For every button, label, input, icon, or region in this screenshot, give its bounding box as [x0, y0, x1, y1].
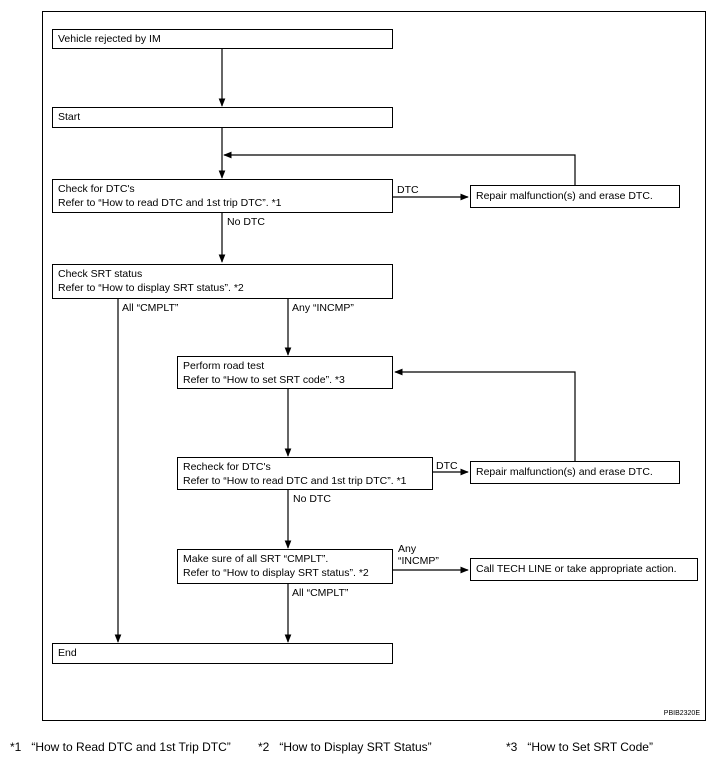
node-recheck-dtc-line2: Refer to “How to read DTC and 1st trip D… [183, 475, 407, 487]
node-repair-2-text: Repair malfunction(s) and erase DTC. [476, 466, 653, 478]
node-check-srt-line2: Refer to “How to display SRT status”. *2 [58, 282, 244, 294]
node-check-dtc-line2: Refer to “How to read DTC and 1st trip D… [58, 197, 282, 209]
node-repair-1-text: Repair malfunction(s) and erase DTC. [476, 190, 653, 202]
edge-label-any-incmp-2a: Any [398, 543, 417, 555]
node-vehicle-rejected-text: Vehicle rejected by IM [58, 33, 161, 45]
node-road-test: Perform road test Refer to “How to set S… [177, 356, 393, 389]
edge-label-no-dtc-2: No DTC [293, 493, 331, 505]
edge-label-any-incmp-1: Any “INCMP” [292, 302, 354, 314]
edge-label-no-dtc-1: No DTC [227, 216, 265, 228]
node-start-text: Start [58, 111, 81, 123]
node-make-sure-line1: Make sure of all SRT “CMPLT”. [183, 553, 329, 565]
arrow-repair1-loop [223, 151, 576, 185]
edge-label-any-incmp-2b: “INCMP” [398, 555, 439, 567]
footnote-2: *2 “How to Display SRT Status” [258, 740, 432, 754]
arrow-repair2-loop [394, 368, 576, 461]
node-check-srt: Check SRT status Refer to “How to displa… [52, 264, 393, 299]
node-recheck-dtc: Recheck for DTC's Refer to “How to read … [177, 457, 433, 490]
edge-label-all-cmplt-2: All “CMPLT” [292, 587, 349, 599]
node-call-tech-line-text: Call TECH LINE or take appropriate actio… [476, 563, 677, 575]
node-vehicle-rejected: Vehicle rejected by IM [52, 29, 393, 49]
edge-label-all-cmplt-1: All “CMPLT” [122, 302, 179, 314]
node-recheck-dtc-line1: Recheck for DTC's [183, 461, 271, 473]
edge-label-dtc-1: DTC [397, 184, 419, 196]
node-call-tech-line: Call TECH LINE or take appropriate actio… [470, 558, 698, 581]
node-end-text: End [58, 647, 77, 659]
node-repair-1: Repair malfunction(s) and erase DTC. [470, 185, 680, 208]
diagram-frame [42, 11, 706, 721]
node-repair-2: Repair malfunction(s) and erase DTC. [470, 461, 680, 484]
node-end: End [52, 643, 393, 664]
node-check-dtc: Check for DTC's Refer to “How to read DT… [52, 179, 393, 213]
footnote-3: *3 “How to Set SRT Code” [506, 740, 653, 754]
node-start: Start [52, 107, 393, 128]
node-make-sure: Make sure of all SRT “CMPLT”. Refer to “… [177, 549, 393, 584]
node-check-srt-line1: Check SRT status [58, 268, 143, 280]
edge-label-dtc-2: DTC [436, 460, 458, 472]
node-check-dtc-line1: Check for DTC's [58, 183, 135, 195]
node-make-sure-line2: Refer to “How to display SRT status”. *2 [183, 567, 369, 579]
node-road-test-line2: Refer to “How to set SRT code”. *3 [183, 374, 345, 386]
footnote-1: *1 “How to Read DTC and 1st Trip DTC” [10, 740, 231, 754]
node-road-test-line1: Perform road test [183, 360, 265, 372]
figure-code: PBIB2320E [663, 710, 700, 717]
